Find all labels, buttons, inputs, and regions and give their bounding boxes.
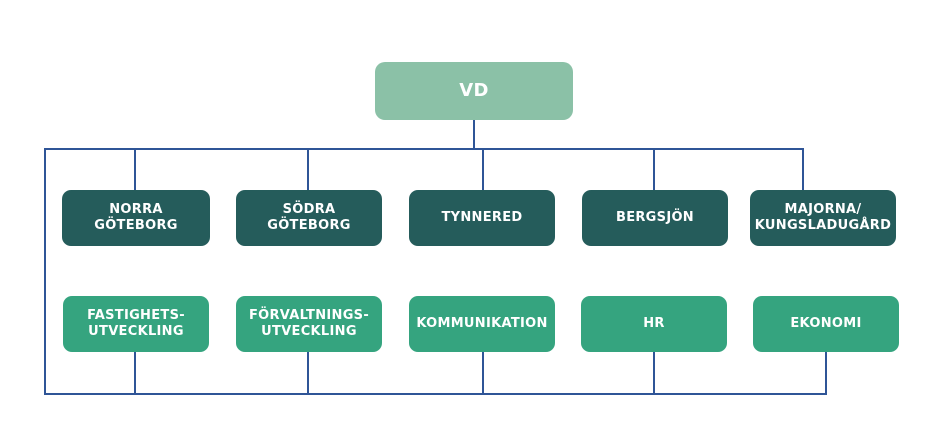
- node-district-tynnered: TYNNERED: [409, 190, 555, 246]
- connector-bottom-rise-1: [134, 351, 136, 394]
- node-district-norra-goteborg: NORRA GÖTEBORG: [62, 190, 210, 246]
- node-label-line1: EKONOMI: [790, 315, 862, 331]
- node-label-line1: FASTIGHETS-: [87, 307, 185, 323]
- node-label-line2: UTVECKLING: [88, 324, 184, 339]
- connector-vd-stem: [473, 119, 475, 150]
- node-label-line1: TYNNERED: [441, 209, 523, 225]
- connector-bottom-rise-4: [653, 351, 655, 394]
- connector-top-drop-5: [802, 148, 804, 190]
- connector-top-horizontal: [44, 148, 804, 150]
- node-label-line2: KUNGSLADUGÅRD: [754, 218, 892, 233]
- node-label-line1: HR: [643, 315, 665, 331]
- node-function-forvaltningsutveckling: FÖRVALTNINGS- UTVECKLING: [236, 296, 382, 352]
- node-label-line1: BERGSJÖN: [615, 209, 694, 225]
- node-label-line2: GÖTEBORG: [267, 218, 351, 233]
- node-district-majorna-kungsladugard: MAJORNA/ KUNGSLADUGÅRD: [750, 190, 896, 246]
- node-district-bergsjon: BERGSJÖN: [582, 190, 728, 246]
- connector-top-drop-3: [482, 148, 484, 190]
- node-label-line1: FÖRVALTNINGS-: [248, 307, 370, 323]
- node-vd-label: VD: [459, 79, 489, 101]
- node-function-fastighetsutveckling: FASTIGHETS- UTVECKLING: [63, 296, 209, 352]
- connector-bottom-rise-5: [825, 351, 827, 394]
- connector-bottom-rise-2: [307, 351, 309, 394]
- connector-top-drop-4: [653, 148, 655, 190]
- connector-bottom-rise-3: [482, 351, 484, 394]
- node-label-line1: KOMMUNIKATION: [416, 315, 548, 331]
- node-label-line1: NORRA: [109, 201, 163, 217]
- node-label-line1: SÖDRA: [282, 201, 336, 217]
- node-function-hr: HR: [581, 296, 727, 352]
- node-function-ekonomi: EKONOMI: [753, 296, 899, 352]
- connector-top-drop-2: [307, 148, 309, 190]
- node-label-line2: GÖTEBORG: [94, 218, 178, 233]
- connector-top-drop-1: [134, 148, 136, 190]
- node-vd: VD: [375, 62, 573, 120]
- node-function-kommunikation: KOMMUNIKATION: [409, 296, 555, 352]
- node-label-line2: UTVECKLING: [261, 324, 357, 339]
- node-label-line1: MAJORNA/: [784, 201, 862, 217]
- connector-left-vertical: [44, 148, 46, 395]
- connector-bottom-horizontal: [44, 393, 827, 395]
- node-district-sodra-goteborg: SÖDRA GÖTEBORG: [236, 190, 382, 246]
